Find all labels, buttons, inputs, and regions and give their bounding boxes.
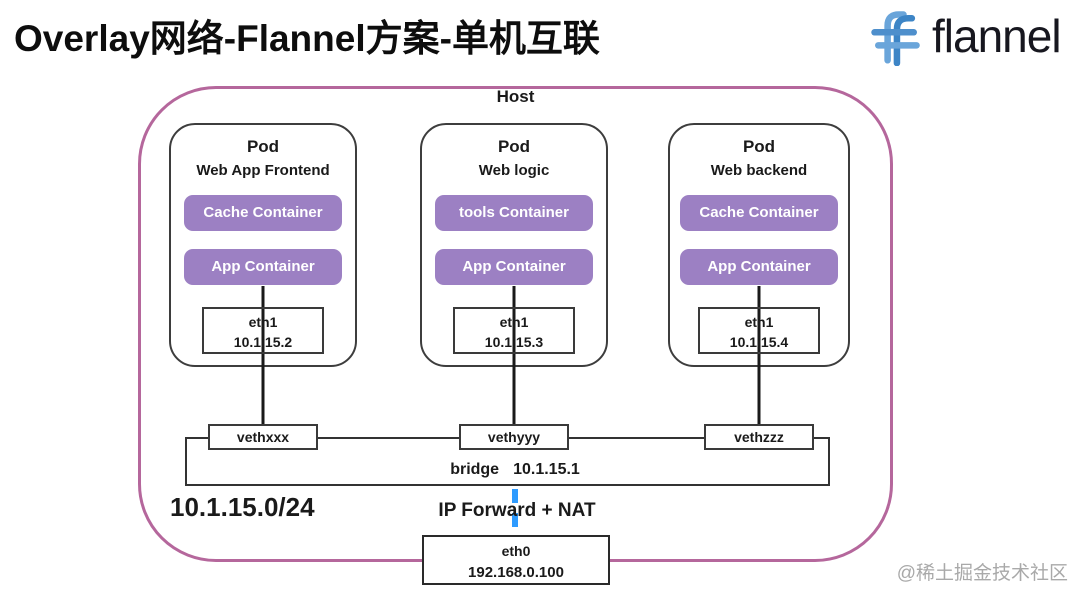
flannel-logo-icon <box>871 11 920 66</box>
container-app: App Container <box>435 249 593 285</box>
interface-ip: 192.168.0.100 <box>468 564 564 581</box>
eth1-box-pod3: eth1 10.1.15.4 <box>698 307 820 354</box>
host-label: Host <box>496 87 535 106</box>
pod-title: Pod <box>246 137 280 156</box>
flannel-logo: flannel <box>868 6 1062 66</box>
page-title-bold: 单机互联 <box>451 18 600 59</box>
veth-box-pod1: vethxxx <box>208 424 318 450</box>
subnet-label: 10.1.15.0/24 <box>170 492 315 522</box>
veth-box-pod2: vethyyy <box>459 424 569 450</box>
interface-name: eth1 <box>744 314 774 330</box>
interface-ip: 10.1.15.4 <box>729 334 789 350</box>
nat-label: IP Forward + NAT <box>438 500 596 521</box>
page-title: Overlay网络-Flannel方案-单机互联 <box>14 8 600 62</box>
interface-name: eth1 <box>499 314 529 330</box>
interface-name: eth0 <box>501 543 531 559</box>
interface-ip: 10.1.15.2 <box>233 334 293 350</box>
flannel-logo-text: flannel <box>932 10 1062 62</box>
pod-subtitle: Web backend <box>710 162 808 179</box>
pod-title: Pod <box>497 137 531 156</box>
pod-subtitle: Web App Frontend <box>196 162 330 179</box>
watermark: @稀土掘金技术社区 <box>896 563 1068 584</box>
container-cache: Cache Container <box>680 195 838 231</box>
interface-ip: 10.1.15.3 <box>484 334 544 350</box>
interface-name: eth1 <box>248 314 278 330</box>
container-app: App Container <box>680 249 838 285</box>
container-app: App Container <box>184 249 342 285</box>
page-title-regular: Overlay网络-Flannel方案- <box>14 18 452 59</box>
pod-title: Pod <box>742 137 776 156</box>
container-cache: Cache Container <box>184 195 342 231</box>
eth1-box-pod2: eth1 10.1.15.3 <box>453 307 575 354</box>
bridge-name: bridge <box>450 461 500 478</box>
bridge-ip: 10.1.15.1 <box>513 461 580 478</box>
bridge-label: bridge 10.1.15.1 <box>390 461 640 479</box>
pod-subtitle: Web logic <box>478 162 550 179</box>
eth1-box-pod1: eth1 10.1.15.2 <box>202 307 324 354</box>
container-tools: tools Container <box>435 195 593 231</box>
eth0-box: eth0 192.168.0.100 <box>422 535 610 585</box>
veth-box-pod3: vethzzz <box>704 424 814 450</box>
